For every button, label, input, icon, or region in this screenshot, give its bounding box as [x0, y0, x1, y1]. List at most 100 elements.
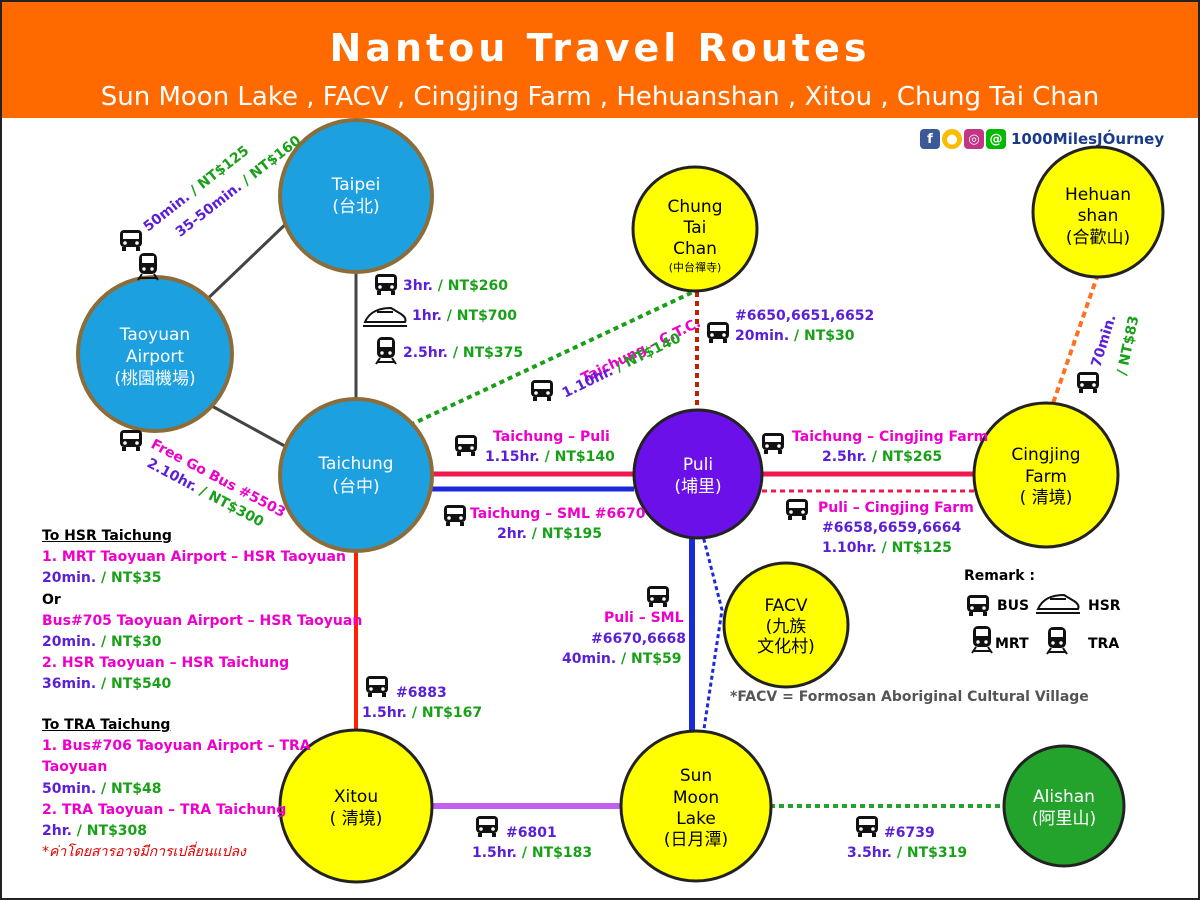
taichung-cingjing-name: Taichung – Cingjing Farm: [792, 429, 988, 445]
node-alishan-name: Alishan: [1033, 787, 1095, 807]
hsr-line1-time: 20min.: [42, 570, 97, 587]
node-chung-tai-chan[interactable]: Chung Tai Chan (中台禪寺): [631, 165, 759, 293]
hsr-line2: Bus#705 Taoyuan Airport – HSR Taoyuan: [42, 612, 363, 629]
facebook-icon[interactable]: f: [920, 129, 940, 149]
taichung-sml-name: Taichung – SML #6670: [470, 506, 646, 522]
svg-text:2.5hr. / NT$375: 2.5hr. / NT$375: [403, 345, 523, 361]
node-alishan-local: (阿里山): [1032, 809, 1096, 829]
svg-text:3hr. / NT$260: 3hr. / NT$260: [403, 278, 508, 294]
tra-line1-time: 50min.: [42, 780, 97, 797]
taichung-xitou-price: / NT$167: [407, 705, 482, 721]
node-taipei[interactable]: Taipei (台北): [278, 118, 434, 274]
taipei-taichung-tra-price: / NT$375: [448, 345, 523, 361]
puli-ctc-price: / NT$30: [789, 328, 855, 344]
hsr-panel: To HSR Taichung 1. MRT Taoyuan Airport –…: [42, 526, 362, 696]
node-chungtai-name2: Tai: [683, 218, 707, 238]
bus-icon: [455, 435, 477, 456]
tra-line2: 2. TRA Taoyuan – TRA Taichung: [42, 801, 287, 818]
svg-text:1.15hr. / NT$140: 1.15hr. / NT$140: [485, 449, 615, 465]
remark-hsr-label: HSR: [1088, 598, 1121, 614]
node-taipei-local: (台北): [332, 197, 379, 217]
node-cingjing-name2: Farm: [1025, 467, 1067, 487]
bus-icon: [856, 816, 878, 837]
node-cingjing-local: ( 清境): [1020, 488, 1073, 508]
sml-alishan-name: #6739: [884, 825, 935, 841]
line-icon[interactable]: @: [986, 129, 1006, 149]
taichung-puli-name: Taichung – Puli: [493, 429, 610, 445]
node-facv-local1: (九族: [766, 617, 807, 637]
node-cingjing-farm[interactable]: Cingjing Farm ( 清境): [972, 401, 1120, 549]
node-chungtai-local: (中台禪寺): [669, 260, 722, 274]
node-facv-local2: 文化村): [757, 637, 815, 657]
node-hehuanshan[interactable]: Hehuan shan (合歡山): [1031, 145, 1165, 279]
node-taoyuan-airport[interactable]: Taoyuan Airport (桃園機場): [76, 275, 234, 433]
node-xitou-name: Xitou: [334, 787, 378, 807]
svg-text:1.10hr. / NT$140: 1.10hr. / NT$140: [560, 330, 684, 401]
tra-line1-price: / NT$48: [96, 780, 162, 797]
fare-change-note: *ค่าโดยสารอาจมีการเปลี่ยนแปลง: [42, 844, 246, 861]
node-xitou-local: ( 清境): [330, 809, 383, 829]
tra-line1b: Taoyuan: [42, 759, 108, 776]
route-line-taoyuan-taichung: [209, 403, 293, 452]
train-icon: [375, 336, 397, 365]
hsr-line2-time: 20min.: [42, 634, 97, 651]
remark-title: Remark :: [964, 568, 1035, 584]
node-sun-moon-lake[interactable]: Sun Moon Lake (日月潭): [619, 729, 773, 883]
remark-tra-label: TRA: [1088, 636, 1120, 652]
node-alishan[interactable]: Alishan (阿里山): [1002, 744, 1126, 868]
hsr-line3: 2. HSR Taoyuan – HSR Taichung: [42, 655, 290, 672]
node-taichung-local: (台中): [332, 477, 379, 497]
hsr-icon: [362, 307, 408, 327]
node-xitou[interactable]: Xitou ( 清境): [278, 728, 434, 884]
puli-sml-price: / NT$59: [616, 651, 681, 667]
hsr-line2-price: / NT$30: [96, 634, 162, 651]
hsr-line3-time: 36min.: [42, 676, 97, 693]
remark-legend: Remark : BUS HSR MRT TRA: [964, 568, 1121, 652]
cingjing-hehuan-time: 70min.: [1089, 313, 1120, 369]
node-puli-local: (埔里): [674, 477, 721, 497]
bus-icon: [647, 586, 669, 607]
xitou-sml-time: 1.5hr.: [472, 845, 517, 861]
remark-mrt-label: MRT: [995, 636, 1029, 652]
puli-cingjing-time: 1.10hr.: [822, 540, 877, 556]
puli-ctc-time: 20min.: [735, 328, 789, 344]
instagram-icon[interactable]: ◎: [964, 129, 984, 149]
node-cingjing-name1: Cingjing: [1011, 445, 1080, 465]
taichung-puli-time: 1.15hr.: [485, 449, 540, 465]
page-subtitle: Sun Moon Lake , FACV , Cingjing Farm , H…: [100, 82, 1100, 112]
sml-alishan-time: 3.5hr.: [847, 845, 892, 861]
svg-text:20min. / NT$30: 20min. / NT$30: [735, 328, 855, 344]
chrome-icon[interactable]: ●: [942, 129, 962, 149]
sml-alishan-price: / NT$319: [892, 845, 967, 861]
node-taoyuan-name2: Airport: [126, 347, 185, 367]
node-puli[interactable]: Puli (埔里): [632, 408, 764, 540]
tra-line1a: 1. Bus#706 Taoyuan Airport – TRA: [42, 738, 311, 755]
svg-text:2.5hr. / NT$265: 2.5hr. / NT$265: [822, 449, 942, 465]
svg-text:1.5hr. / NT$167: 1.5hr. / NT$167: [362, 705, 482, 721]
puli-sml-name: Puli – SML: [604, 610, 684, 626]
puli-ctc-name: #6650,6651,6652: [735, 308, 874, 324]
brand-name: 1000MilesJÓurney: [1011, 130, 1165, 148]
bus-icon: [444, 505, 466, 526]
taichung-cingjing-price: / NT$265: [867, 449, 942, 465]
puli-cingjing-name: Puli – Cingjing Farm: [818, 500, 974, 516]
node-hehuan-name2: shan: [1078, 206, 1119, 226]
bus-icon: [967, 595, 989, 616]
hsr-line1-price: / NT$35: [96, 570, 162, 587]
taipei-taichung-bus-time: 3hr.: [403, 278, 433, 294]
taichung-sml-price: / NT$195: [527, 526, 602, 542]
hsr-icon: [1035, 594, 1081, 614]
node-sml-name3: Lake: [676, 809, 716, 829]
taichung-xitou-name: #6883: [396, 685, 447, 701]
taipei-taichung-hsr-time: 1hr.: [412, 308, 442, 324]
puli-cingjing-numbers: #6658,6659,6664: [822, 520, 962, 536]
bus-icon: [366, 676, 388, 697]
tra-panel: To TRA Taichung 1. Bus#706 Taoyuan Airpo…: [42, 715, 311, 863]
node-sml-name1: Sun: [680, 766, 712, 786]
node-hehuan-name1: Hehuan: [1065, 185, 1131, 205]
taichung-sml-time: 2hr.: [497, 526, 527, 542]
node-facv[interactable]: FACV (九族 文化村): [722, 561, 850, 689]
node-taichung[interactable]: Taichung (台中): [278, 397, 434, 553]
